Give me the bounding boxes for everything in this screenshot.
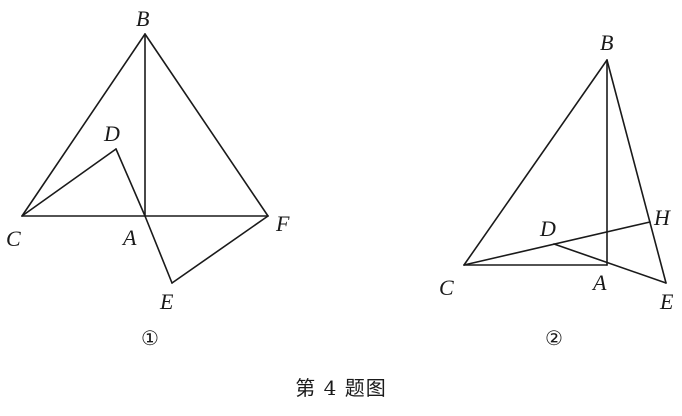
point-label-c: C bbox=[439, 275, 454, 300]
point-label-b: B bbox=[600, 30, 613, 55]
segment-ae bbox=[144, 215, 173, 284]
point-label-e: E bbox=[159, 289, 174, 314]
point-label-e: E bbox=[659, 289, 674, 314]
segment-ef bbox=[171, 215, 269, 284]
point-label-a: A bbox=[121, 225, 137, 250]
figure-number-1: ① bbox=[141, 326, 159, 350]
segment-bc bbox=[21, 33, 146, 217]
segment-ch bbox=[463, 221, 651, 266]
figure-2: B D H C A E ② bbox=[439, 30, 674, 350]
point-label-c: C bbox=[6, 226, 21, 251]
point-label-f: F bbox=[275, 211, 290, 236]
point-label-b: B bbox=[136, 6, 149, 31]
segment-be bbox=[606, 59, 667, 284]
figure-caption: 第 4 题图 bbox=[295, 376, 387, 400]
point-label-d: D bbox=[539, 216, 556, 241]
segment-bc bbox=[463, 59, 608, 266]
figure-1: B D C A F E ① bbox=[6, 6, 290, 350]
segment-da bbox=[115, 148, 146, 217]
figure-number-2: ② bbox=[545, 326, 563, 350]
point-label-h: H bbox=[653, 205, 671, 230]
point-label-a: A bbox=[591, 270, 607, 295]
segment-bf bbox=[144, 33, 269, 217]
segment-de bbox=[553, 243, 667, 284]
segment-cd bbox=[21, 148, 117, 217]
point-label-d: D bbox=[103, 121, 120, 146]
geometry-diagram: B D C A F E ① B D H C A E ② bbox=[6, 6, 674, 350]
